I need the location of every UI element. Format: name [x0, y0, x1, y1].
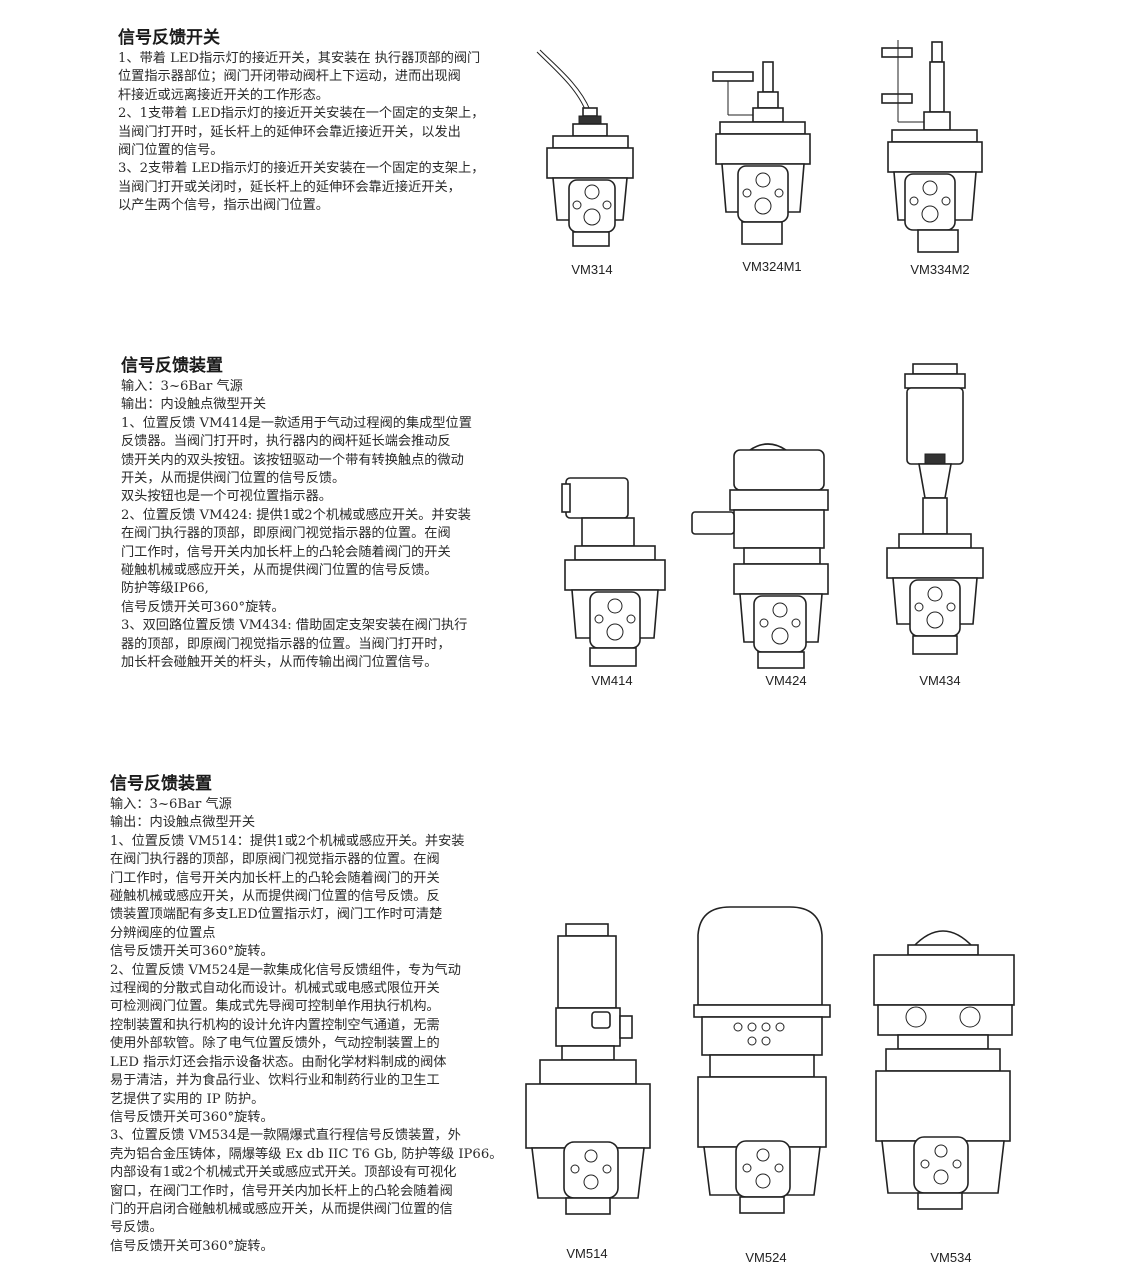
text-line: 3、双回路位置反馈 VM434: 借助固定支架安装在阀门执行 [121, 618, 468, 634]
product-drawing-vm334m2 [881, 40, 983, 253]
text-line: 窗口，在阀门工作时，信号开关内加长杆上的凸轮会随着阀 [110, 1183, 453, 1199]
text-line: 门工作时，信号开关内加长杆上的凸轮会随着阀门的开关 [121, 544, 451, 560]
product-drawing-vm424 [691, 443, 829, 669]
caption-vm514: VM514 [566, 1246, 608, 1261]
text-line: 在阀门执行器的顶部，即原阀门视觉指示器的位置。在阀 [121, 526, 451, 542]
text-line: 过程阀的分散式自动化而设计。机械式或电感式限位开关 [110, 981, 440, 997]
product-drawing-vm414 [561, 477, 666, 667]
product-drawing-vm524 [693, 906, 831, 1214]
text-line: 输入：3~6Bar 气源 [110, 797, 232, 812]
caption-vm324m1: VM324M1 [742, 259, 802, 274]
text-line: 使用外部软管。除了电气位置反馈外，气动控制装置上的 [110, 1036, 440, 1052]
text-line: 2、位置反馈 VM424: 提供1或2个机械或感应开关。并安装 [121, 507, 471, 523]
text-line: 位置指示器部位；阀门开闭带动阀杆上下运动，进而出现阀 [118, 69, 461, 85]
text-line: 2、1支带着 LED指示灯的接近开关安装在一个固定的支架上， [118, 106, 485, 122]
section-title: 信号反馈装置 [110, 774, 212, 794]
text-line: 号反馈。 [110, 1220, 163, 1236]
section-proximity-switch: 信号反馈开关 1、带着 LED指示灯的接近开关，其安装在 执行器顶部的阀门 位置… [118, 28, 484, 216]
text-line: 在阀门执行器的顶部，即原阀门视觉指示器的位置。在阀 [110, 852, 440, 868]
description: 输入：3~6Bar 气源 输出：内设触点微型开关 1、位置反馈 VM414是一款… [121, 378, 472, 673]
product-drawing-vm324m1 [712, 61, 811, 245]
section-signal-feedback-device-1: 信号反馈装置 输入：3~6Bar 气源 输出：内设触点微型开关 1、位置反馈 V… [121, 356, 472, 673]
text-line: 当阀门打开时，延长杆上的延伸环会靠近接近开关，以发出 [118, 124, 461, 140]
caption-vm534: VM534 [930, 1250, 972, 1265]
text-line: 输出：内设触点微型开关 [121, 397, 267, 413]
text-line: 易于清洁，并为食品行业、饮料行业和制药行业的卫生工 [110, 1073, 440, 1089]
text-line: 分辨阀座的位置点 [110, 925, 216, 941]
text-line: 壳为铝合金压铸体，隔爆等级 Ex db IIC T6 Gb, 防护等级 IP66… [110, 1146, 503, 1162]
text-line: 内部设有1或2个机械式开关或感应式开关。顶部设有可视化 [110, 1165, 457, 1181]
caption-vm424: VM424 [765, 673, 807, 688]
section-signal-feedback-device-2: 信号反馈装置 输入：3~6Bar 气源 输出：内设触点微型开关 1、位置反馈 V… [110, 774, 502, 1256]
product-drawing-vm534 [873, 930, 1015, 1210]
text-line: 2、位置反馈 VM524是一款集成化信号反馈组件，专为气动 [110, 962, 461, 978]
caption-vm314: VM314 [571, 262, 613, 277]
text-line: 艺提供了实用的 IP 防护。 [110, 1091, 265, 1107]
description: 1、带着 LED指示灯的接近开关，其安装在 执行器顶部的阀门 位置指示器部位；阀… [118, 50, 484, 216]
text-line: 碰触机械或感应开关，从而提供阀门位置的信号反馈。反 [110, 889, 440, 905]
text-line: 输入：3~6Bar 气源 [121, 379, 243, 394]
caption-vm434: VM434 [919, 673, 961, 688]
text-line: 阀门位置的信号。 [118, 143, 224, 159]
product-drawing-vm434 [886, 363, 984, 655]
description: 输入：3~6Bar 气源 输出：内设触点微型开关 1、位置反馈 VM514：提供… [110, 796, 502, 1256]
text-line: 当阀门打开或关闭时，延长杆上的延伸环会靠近接近开关， [118, 179, 461, 195]
text-line: 器的顶部，即原阀门视觉指示器的位置。当阀门打开时， [121, 636, 451, 652]
caption-vm334m2: VM334M2 [910, 262, 970, 277]
text-line: 双头按钮也是一个可视位置指示器。 [121, 489, 332, 505]
text-line: 可检测阀门位置。集成式先导阀可控制单作用执行机构。 [110, 999, 440, 1015]
product-drawing-vm514 [525, 923, 651, 1215]
text-line: 防护等级IP66, [121, 581, 209, 597]
text-line: 反馈器。当阀门打开时，执行器内的阀杆延长端会推动反 [121, 434, 451, 450]
caption-vm524: VM524 [745, 1250, 787, 1265]
text-line: 1、位置反馈 VM514：提供1或2个机械或感应开关。并安装 [110, 833, 465, 849]
text-line: 控制装置和执行机构的设计允许内置控制空气通道，无需 [110, 1017, 440, 1033]
text-line: 开关，从而提供阀门位置的信号反馈。 [121, 471, 346, 487]
text-line: 馈装置顶端配有多支LED位置指示灯，阀门工作时可清楚 [110, 907, 443, 923]
text-line: 信号反馈开关可360°旋转。 [110, 944, 274, 960]
text-line: 杆接近或远离接近开关的工作形态。 [118, 87, 329, 103]
text-line: 信号反馈开关可360°旋转。 [110, 1109, 274, 1125]
text-line: 3、2支带着 LED指示灯的接近开关安装在一个固定的支架上， [118, 161, 485, 177]
text-line: 门工作时，信号开关内加长杆上的凸轮会随着阀门的开关 [110, 870, 440, 886]
text-line: 加长杆会碰触开关的杆头，从而传输出阀门位置信号。 [121, 655, 438, 671]
text-line: LED 指示灯还会指示设备状态。由耐化学材料制成的阀体 [110, 1054, 447, 1070]
text-line: 1、位置反馈 VM414是一款适用于气动过程阀的集成型位置 [121, 415, 472, 431]
text-line: 输出：内设触点微型开关 [110, 815, 256, 831]
text-line: 信号反馈开关可360°旋转。 [110, 1238, 274, 1254]
section-title: 信号反馈开关 [118, 28, 220, 48]
text-line: 门的开启闭合碰触机械或感应开关，从而提供阀门位置的信 [110, 1201, 453, 1217]
text-line: 信号反馈开关可360°旋转。 [121, 599, 285, 615]
text-line: 3、位置反馈 VM534是一款隔爆式直行程信号反馈装置，外 [110, 1128, 461, 1144]
section-title: 信号反馈装置 [121, 356, 223, 376]
product-drawing-vm314 [536, 49, 634, 247]
text-line: 碰触机械或感应开关，从而提供阀门位置的信号反馈。 [121, 563, 438, 579]
text-line: 馈开关内的双头按钮。该按钮驱动一个带有转换触点的微动 [121, 452, 464, 468]
text-line: 以产生两个信号，指示出阀门位置。 [118, 198, 329, 214]
text-line: 1、带着 LED指示灯的接近开关，其安装在 执行器顶部的阀门 [118, 51, 481, 66]
caption-vm414: VM414 [591, 673, 633, 688]
